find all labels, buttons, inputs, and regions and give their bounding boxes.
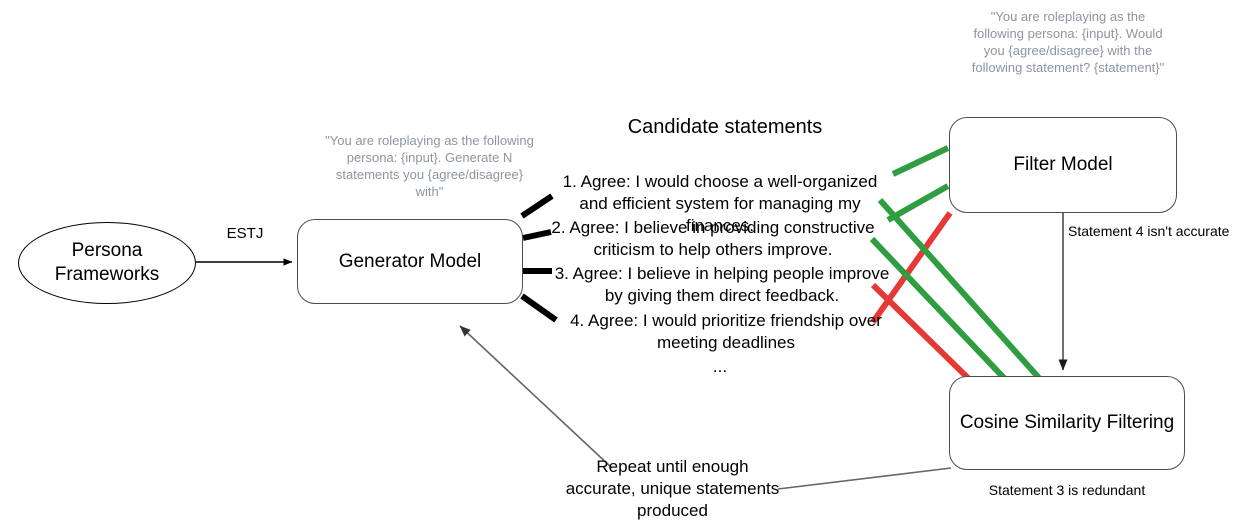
prompt-filter-model: "You are roleplaying as the following pe…: [971, 9, 1165, 76]
node-filter-model[interactable]: Filter Model: [949, 117, 1177, 213]
node-cosine-similarity-filtering-label: Cosine Similarity Filtering: [959, 412, 1175, 433]
edge-statement-2-accept: [886, 183, 950, 223]
candidate-statements-heading: Candidate statements: [627, 116, 823, 138]
candidate-statement-2: 2. Agree: I believe in providing constru…: [551, 218, 875, 259]
candidate-statements-ellipsis: ...: [712, 357, 728, 376]
edge-statement-3-to-cosine: [869, 236, 1007, 381]
feedback-loop-label: Repeat until enough accurate, unique sta…: [565, 457, 780, 520]
edge-cosine-to-feedback-label: [777, 467, 952, 490]
node-persona-frameworks[interactable]: Persona Frameworks: [18, 222, 196, 304]
candidate-statement-4: 4. Agree: I would prioritize friendship …: [570, 311, 882, 352]
node-cosine-similarity-filtering[interactable]: Cosine Similarity Filtering: [949, 376, 1185, 470]
candidate-statement-3: 3. Agree: I believe in helping people im…: [554, 264, 890, 305]
edge-statement-1-accept: [891, 145, 950, 177]
edge-label-filter-to-cosine: Statement 4 isn't accurate: [1068, 223, 1230, 239]
candidate-statement-1: 1. Agree: I would choose a well-organize…: [562, 172, 878, 235]
edge-label-persona-to-generator: ESTJ: [226, 225, 264, 242]
edge-statement-1-to-cosine: [877, 198, 1042, 380]
prompt-generator-model: "You are roleplaying as the following pe…: [325, 133, 534, 200]
node-filter-model-label: Filter Model: [1013, 154, 1113, 175]
node-generator-model[interactable]: Generator Model: [297, 219, 523, 304]
cosine-note-label: Statement 3 is redundant: [988, 482, 1146, 498]
node-persona-frameworks-label: Persona Frameworks: [54, 240, 160, 285]
stub-statement-2: [522, 229, 552, 241]
node-generator-model-label: Generator Model: [338, 250, 482, 272]
